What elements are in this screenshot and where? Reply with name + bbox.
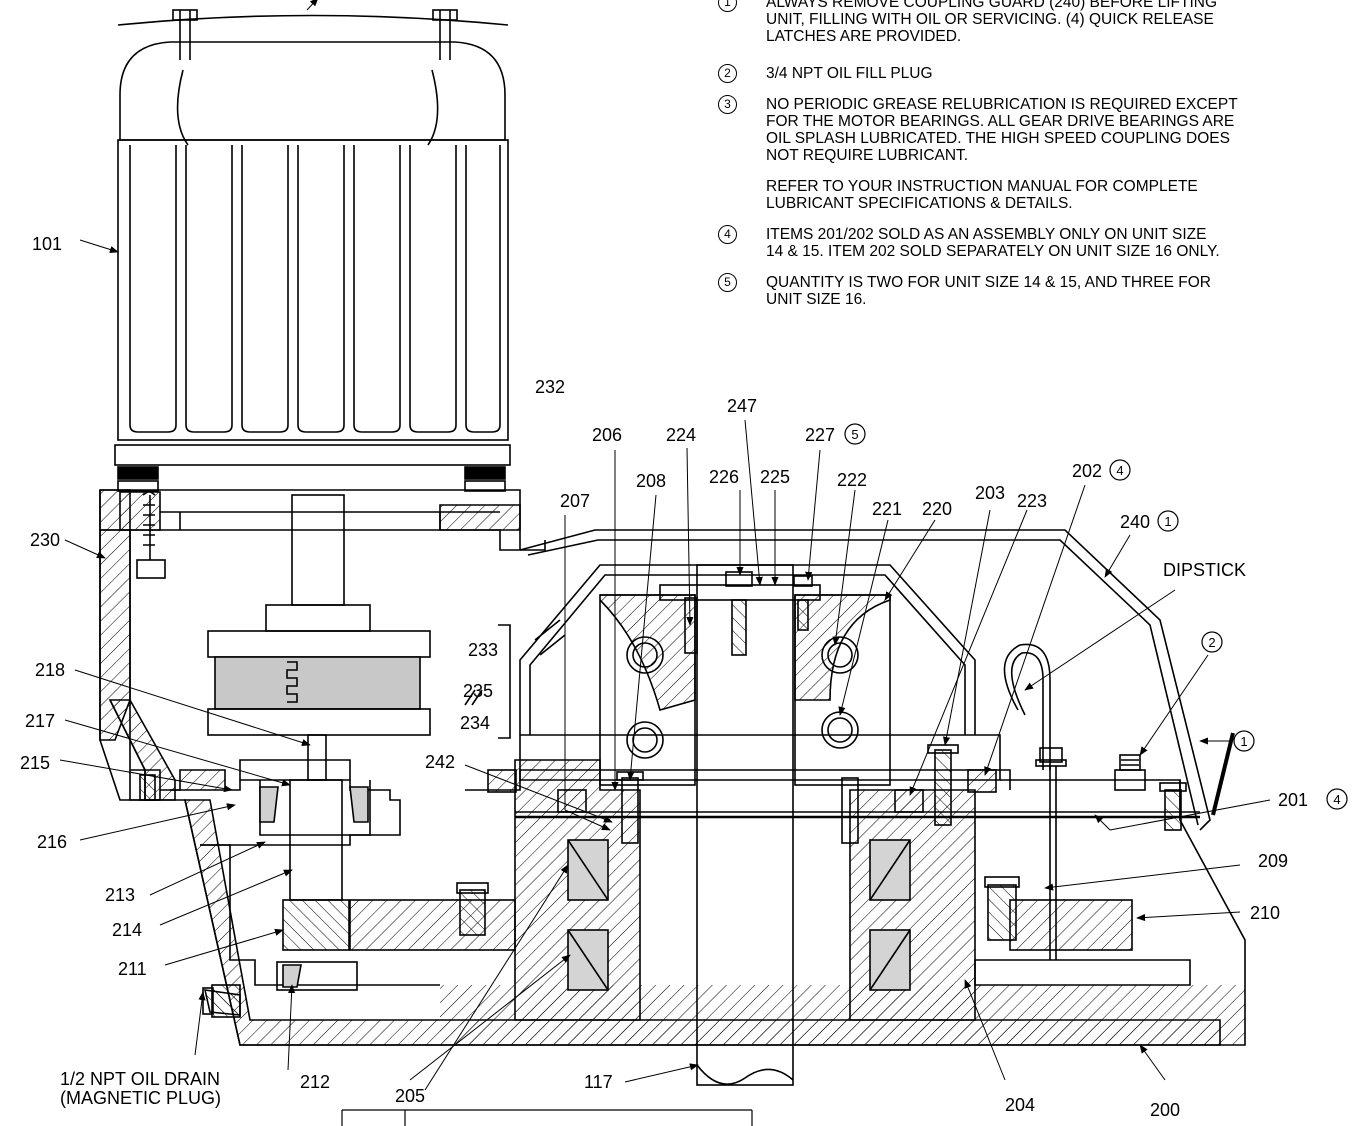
label-226: 226 <box>709 467 739 487</box>
label-206: 206 <box>592 425 622 445</box>
label-224: 224 <box>666 425 696 445</box>
reducer-casing <box>465 564 1181 820</box>
svg-text:5: 5 <box>851 427 858 442</box>
leader-lines <box>59 0 1271 1091</box>
note-2-number: 2 <box>718 64 737 83</box>
high-speed-coupling <box>207 494 511 781</box>
label-213: 213 <box>105 885 135 905</box>
note-3-line-4: NOT REQUIRE LUBRICANT. <box>766 147 969 164</box>
note-3-sub: REFER TO YOUR INSTRUCTION MANUAL FOR COM… <box>766 178 1361 212</box>
label-225: 225 <box>760 467 790 487</box>
note-3-line-2: FOR THE MOTOR BEARINGS. ALL GEAR DRIVE B… <box>766 113 1235 130</box>
svg-text:4: 4 <box>1116 463 1123 478</box>
motor-adapter <box>99 489 521 801</box>
label-235: 235 <box>463 681 493 701</box>
note-2-line-1: 3/4 NPT OIL FILL PLUG <box>766 65 933 82</box>
note-1-number: 1 <box>718 0 737 12</box>
note-1-line-1: ALWAYS REMOVE COUPLING GUARD (240) BEFOR… <box>766 0 1218 11</box>
label-200: 200 <box>1150 1100 1180 1120</box>
label-230: 230 <box>30 530 60 550</box>
label-117: 117 <box>584 1072 613 1092</box>
svg-text:4: 4 <box>1333 792 1340 807</box>
note-5-number: 5 <box>718 273 737 292</box>
label-209: 209 <box>1258 851 1288 871</box>
note-4-number: 4 <box>718 225 737 244</box>
label-233: 233 <box>468 640 498 660</box>
label-223: 223 <box>1017 491 1047 511</box>
label-207: 207 <box>560 491 590 511</box>
label-222: 222 <box>837 470 867 490</box>
motor <box>114 9 511 492</box>
coupling-bracket <box>498 624 511 739</box>
label-232: 232 <box>535 377 565 397</box>
label-208: 208 <box>636 471 666 491</box>
gear-housing <box>108 699 1246 1046</box>
svg-text:2: 2 <box>1208 635 1215 650</box>
coupling-guard <box>519 529 1211 831</box>
label-dipstick: DIPSTICK <box>1163 560 1246 580</box>
svg-text:1: 1 <box>1240 734 1247 749</box>
note-1-line-2: UNIT, FILLING WITH OIL OR SERVICING. (4)… <box>766 11 1214 28</box>
note-3: 3 NO PERIODIC GREASE RELUBRICATION IS RE… <box>718 95 1361 212</box>
svg-text:1: 1 <box>1164 514 1171 529</box>
label-201: 201 <box>1278 790 1308 810</box>
label-227: 227 <box>805 425 835 445</box>
note-ref-240: 1 <box>1157 510 1179 532</box>
label-218: 218 <box>35 660 65 680</box>
label-210: 210 <box>1250 903 1280 923</box>
note-4-line-1: ITEMS 201/202 SOLD AS AN ASSEMBLY ONLY O… <box>766 226 1207 243</box>
label-247: 247 <box>727 396 757 416</box>
note-3-sub-line-1: REFER TO YOUR INSTRUCTION MANUAL FOR COM… <box>766 178 1198 195</box>
label-oil-drain: 1/2 NPT OIL DRAIN <box>60 1069 220 1089</box>
label-204: 204 <box>1005 1095 1035 1115</box>
label-101: 101 <box>32 234 62 254</box>
note-3-line-1: NO PERIODIC GREASE RELUBRICATION IS REQU… <box>766 96 1238 113</box>
note-3-line-3: OIL SPLASH LUBRICATED. THE HIGH SPEED CO… <box>766 130 1230 147</box>
note-4: 4 ITEMS 201/202 SOLD AS AN ASSEMBLY ONLY… <box>718 225 1361 260</box>
note-ref-202: 4 <box>1109 459 1131 481</box>
dipstick <box>1003 643 1067 960</box>
notes-block: 1 ALWAYS REMOVE COUPLING GUARD (240) BEF… <box>718 0 1361 322</box>
label-217: 217 <box>25 711 55 731</box>
note-5-line-1: QUANTITY IS TWO FOR UNIT SIZE 14 & 15, A… <box>766 274 1211 291</box>
label-216: 216 <box>37 832 67 852</box>
note-5-line-2: UNIT SIZE 16. <box>766 291 867 308</box>
label-214: 214 <box>112 920 142 940</box>
note-1: 1 ALWAYS REMOVE COUPLING GUARD (240) BEF… <box>718 0 1361 45</box>
label-240: 240 <box>1120 512 1150 532</box>
label-242: 242 <box>425 752 455 772</box>
label-211: 211 <box>118 959 147 979</box>
callout-oil-fill: 2 <box>1201 631 1223 653</box>
label-212: 212 <box>300 1072 330 1092</box>
label-203: 203 <box>975 483 1005 503</box>
label-205: 205 <box>395 1086 425 1106</box>
note-3-sub-line-2: LUBRICANT SPECIFICATIONS & DETAILS. <box>766 195 1073 212</box>
note-3-number: 3 <box>718 95 737 114</box>
note-ref-227: 5 <box>844 423 866 445</box>
label-221: 221 <box>872 499 902 519</box>
note-reference-circles: 5 4 1 4 2 1 <box>844 423 1348 810</box>
label-215: 215 <box>20 753 50 773</box>
callout-guard: 1 <box>1233 730 1255 752</box>
note-4-line-2: 14 & 15. ITEM 202 SOLD SEPARATELY ON UNI… <box>766 243 1220 260</box>
note-ref-201: 4 <box>1326 788 1348 810</box>
label-220: 220 <box>922 499 952 519</box>
note-2: 2 3/4 NPT OIL FILL PLUG <box>718 64 1361 83</box>
note-5: 5 QUANTITY IS TWO FOR UNIT SIZE 14 & 15,… <box>718 273 1361 308</box>
label-234: 234 <box>460 713 490 733</box>
parts-table-fragment <box>341 1109 753 1126</box>
oil-drain-plug <box>202 984 241 1018</box>
label-magnetic-plug: (MAGNETIC PLUG) <box>60 1088 221 1108</box>
note-1-line-3: LATCHES ARE PROVIDED. <box>766 28 962 45</box>
oil-fill-plug <box>1114 732 1235 831</box>
part-labels: 101 232 247 206 224 227 208 226 225 222 … <box>20 234 1308 1120</box>
label-202: 202 <box>1072 461 1102 481</box>
